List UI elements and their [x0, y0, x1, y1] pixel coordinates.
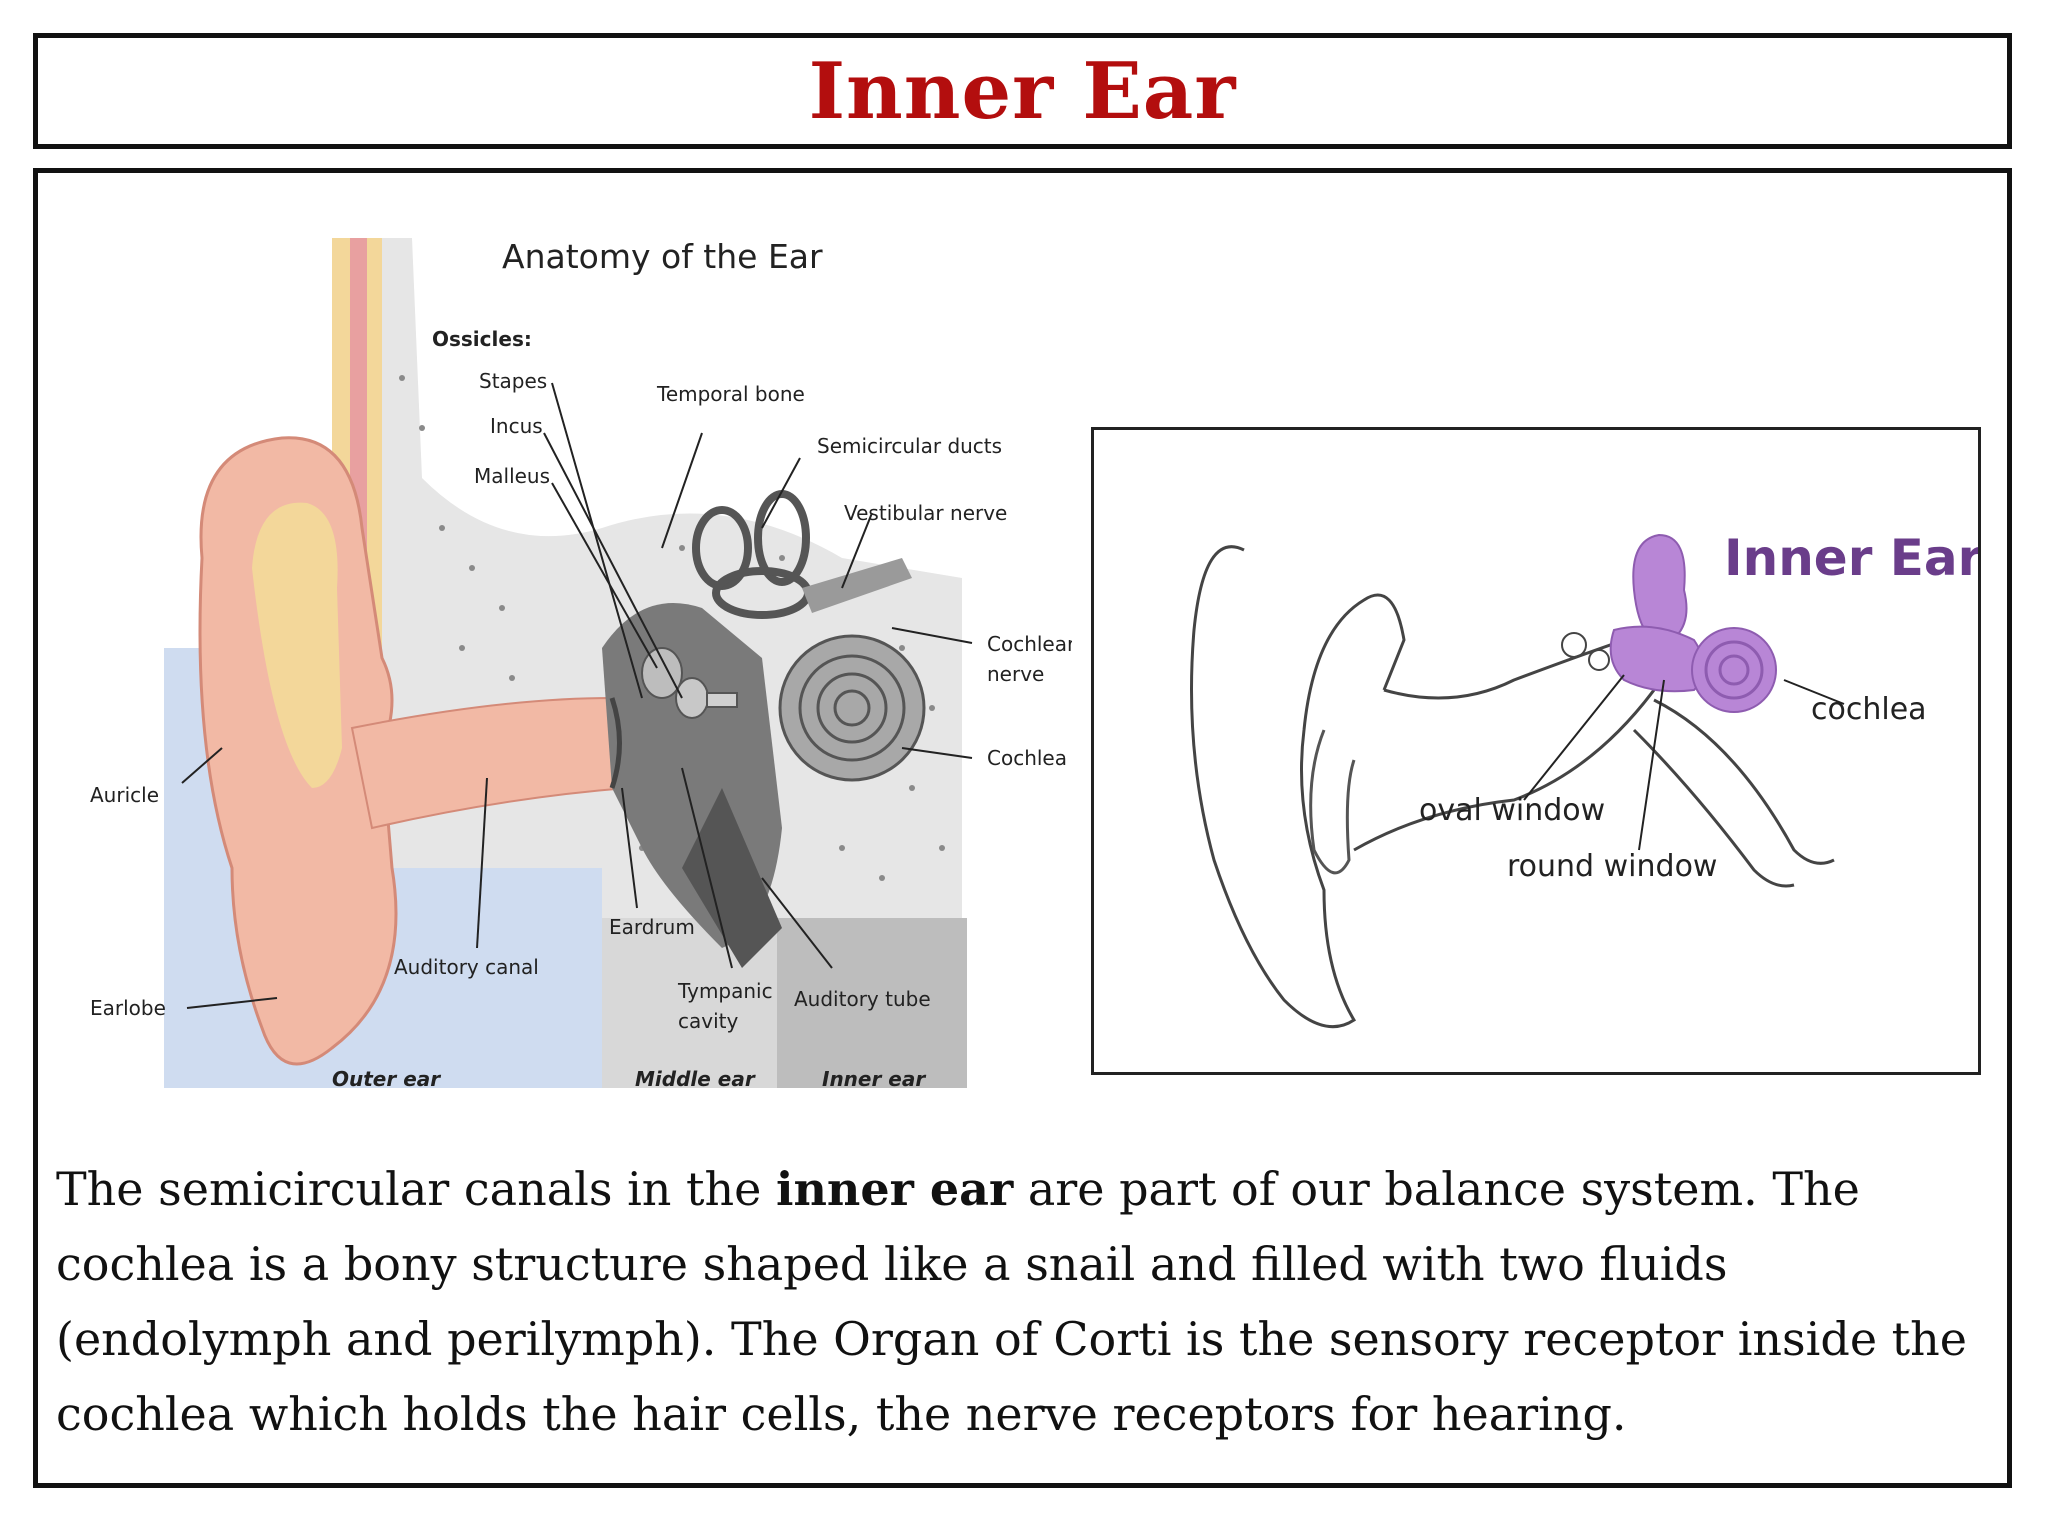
ossicles-heading: Ossicles: — [432, 327, 532, 351]
round-window-label: round window — [1507, 849, 1717, 884]
vestibular-nerve-label: Vestibular nerve — [844, 501, 1007, 525]
earlobe-label: Earlobe — [90, 996, 166, 1020]
auricle-cartilage — [252, 502, 342, 788]
temporal-bone-label: Temporal bone — [656, 382, 805, 406]
description-paragraph: The semicircular canals in the inner ear… — [56, 1152, 1986, 1452]
auditory-tube-shape — [682, 788, 782, 968]
tympanic-cavity-label-line2: cavity — [678, 1009, 738, 1033]
auditory-tube-label: Auditory tube — [794, 987, 931, 1011]
tube-upper — [1653, 698, 1835, 865]
inner-ear-figure: Inner Ear cochlea oval window round wind… — [1190, 529, 1978, 1029]
incus-shape — [675, 677, 709, 719]
middle-ear-zone-label: Middle ear — [635, 1067, 756, 1091]
auditory-canal-label: Auditory canal — [394, 955, 539, 979]
inner-ear-figure-frame: Inner Ear cochlea oval window round wind… — [1091, 427, 1981, 1075]
paragraph-part2: are part of our balance system. The coch… — [56, 1162, 1967, 1441]
eardrum-label: Eardrum — [609, 915, 695, 939]
outer-ear-outline — [1190, 545, 1406, 1029]
inner-ear-zone-label: Inner ear — [822, 1067, 926, 1091]
purple-cochlea-spiral — [1704, 640, 1764, 700]
canal-lower — [1353, 689, 1656, 852]
title-box: Inner Ear — [33, 33, 2012, 149]
ossicle-sketch-1 — [1561, 632, 1587, 658]
purple-inner-ear — [1609, 533, 1777, 713]
semicircular-ducts-label: Semicircular ducts — [817, 434, 1002, 458]
paragraph-bold-term: inner ear — [776, 1162, 1014, 1216]
tympanic-cavity-label-line1: Tympanic — [677, 979, 773, 1003]
malleus-shape — [641, 647, 683, 699]
concha-outline — [1309, 729, 1356, 875]
cochlea-shape — [778, 634, 926, 782]
outer-ear-zone-label: Outer ear — [332, 1067, 441, 1091]
vestibular-nerve-shape — [802, 558, 912, 613]
left-figure-title: Anatomy of the Ear — [502, 237, 823, 276]
tube-lower — [1632, 728, 1795, 888]
cochlear-nerve-label-line1: Cochlear — [987, 632, 1072, 656]
eardrum-shape — [609, 697, 622, 789]
malleus-label: Malleus — [474, 464, 550, 488]
stapes-shape — [706, 692, 738, 708]
paragraph-part1: The semicircular canals in the — [56, 1162, 777, 1216]
slide-title: Inner Ear — [808, 45, 1237, 137]
ossicle-sketch-2 — [1588, 649, 1610, 671]
right-leader-lines — [1523, 674, 1845, 851]
stapes-label: Stapes — [479, 369, 547, 393]
content-box — [33, 168, 2012, 1488]
inner-ear-zone-bg — [777, 918, 967, 1088]
incus-label: Incus — [490, 414, 543, 438]
leader-lines — [181, 382, 973, 1009]
cochlea-label: Cochlea — [987, 746, 1067, 770]
cochlear-nerve-label-line2: nerve — [987, 662, 1044, 686]
oval-window-label: oval window — [1419, 793, 1605, 828]
auricle-label: Auricle — [90, 783, 159, 807]
inner-ear-title: Inner Ear — [1724, 529, 1978, 587]
anatomy-of-ear-figure: Anatomy of the Ear Ossicles: Stapes Incu… — [90, 237, 1072, 1091]
cochlea-right-label: cochlea — [1811, 692, 1927, 727]
